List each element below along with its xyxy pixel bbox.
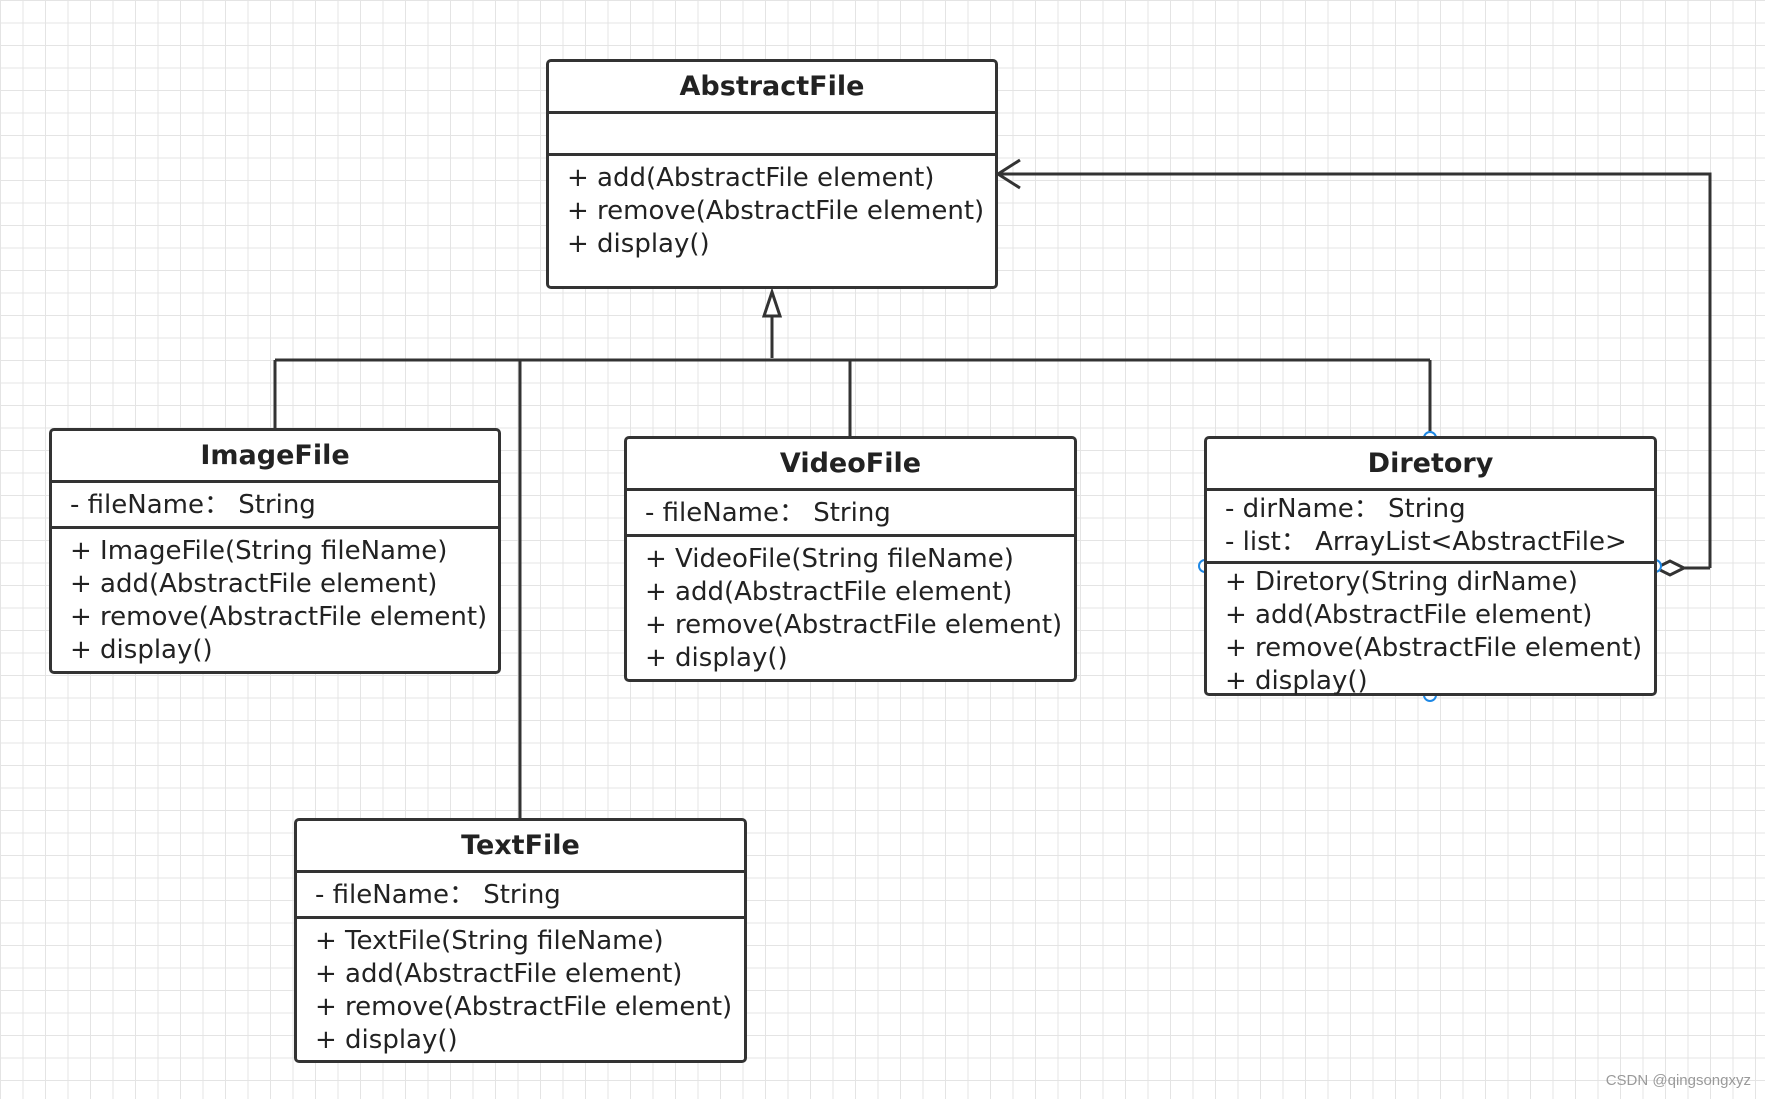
operation: + display() bbox=[70, 635, 213, 665]
attribute: - fileName： String bbox=[645, 498, 891, 528]
operation: + remove(AbstractFile element) bbox=[70, 602, 488, 632]
class-operations: + Diretory(String dirName) + add(Abstrac… bbox=[1207, 564, 1654, 698]
class-name: TextFile bbox=[297, 821, 744, 873]
operation: + VideoFile(String fileName) bbox=[645, 544, 1014, 574]
attribute: - fileName： String bbox=[70, 490, 316, 520]
operation: + remove(AbstractFile element) bbox=[567, 196, 985, 226]
operation: + ImageFile(String fileName) bbox=[70, 536, 448, 566]
operation: + add(AbstractFile element) bbox=[567, 163, 935, 193]
class-attributes: - fileName： String bbox=[627, 491, 1074, 537]
class-operations: + VideoFile(String fileName) + add(Abstr… bbox=[627, 537, 1074, 675]
operation: + add(AbstractFile element) bbox=[1225, 600, 1593, 630]
class-name: ImageFile bbox=[52, 431, 498, 483]
operation: + TextFile(String fileName) bbox=[315, 926, 664, 956]
class-operations: + ImageFile(String fileName) + add(Abstr… bbox=[52, 529, 498, 667]
class-abstractfile[interactable]: AbstractFile + add(AbstractFile element)… bbox=[546, 59, 998, 289]
operation: + remove(AbstractFile element) bbox=[315, 992, 733, 1022]
class-operations: + add(AbstractFile element) + remove(Abs… bbox=[549, 156, 995, 261]
attribute: - list： ArrayList<AbstractFile> bbox=[1225, 527, 1627, 557]
operation: + add(AbstractFile element) bbox=[70, 569, 438, 599]
aggregation-diamond bbox=[1652, 559, 1688, 577]
operation: + display() bbox=[645, 643, 788, 673]
class-imagefile[interactable]: ImageFile - fileName： String + ImageFile… bbox=[49, 428, 501, 674]
attribute: - dirName： String bbox=[1225, 494, 1466, 524]
class-name: Diretory bbox=[1207, 439, 1654, 491]
class-attributes: - fileName： String bbox=[297, 873, 744, 919]
class-attributes: - fileName： String bbox=[52, 483, 498, 529]
generalization-arrowhead bbox=[761, 287, 783, 318]
operation: + display() bbox=[1225, 666, 1368, 696]
class-name: VideoFile bbox=[627, 439, 1074, 491]
association-open-arrowhead bbox=[995, 158, 1021, 190]
attribute: - fileName： String bbox=[315, 880, 561, 910]
class-videofile[interactable]: VideoFile - fileName： String + VideoFile… bbox=[624, 436, 1077, 682]
operation: + add(AbstractFile element) bbox=[315, 959, 683, 989]
aggregation-line bbox=[1000, 172, 1712, 568]
class-attributes bbox=[549, 114, 995, 156]
class-attributes: - dirName： String - list： ArrayList<Abst… bbox=[1207, 491, 1654, 564]
operation: + remove(AbstractFile element) bbox=[645, 610, 1063, 640]
operation: + display() bbox=[315, 1025, 458, 1055]
watermark: CSDN @qingsongxyz bbox=[1605, 1072, 1751, 1089]
class-textfile[interactable]: TextFile - fileName： String + TextFile(S… bbox=[294, 818, 747, 1063]
operation: + add(AbstractFile element) bbox=[645, 577, 1013, 607]
class-operations: + TextFile(String fileName) + add(Abstra… bbox=[297, 919, 744, 1057]
class-diretory[interactable]: Diretory - dirName： String - list： Array… bbox=[1204, 436, 1657, 696]
operation: + display() bbox=[567, 229, 710, 259]
class-name: AbstractFile bbox=[549, 62, 995, 114]
operation: + remove(AbstractFile element) bbox=[1225, 633, 1643, 663]
operation: + Diretory(String dirName) bbox=[1225, 567, 1578, 597]
